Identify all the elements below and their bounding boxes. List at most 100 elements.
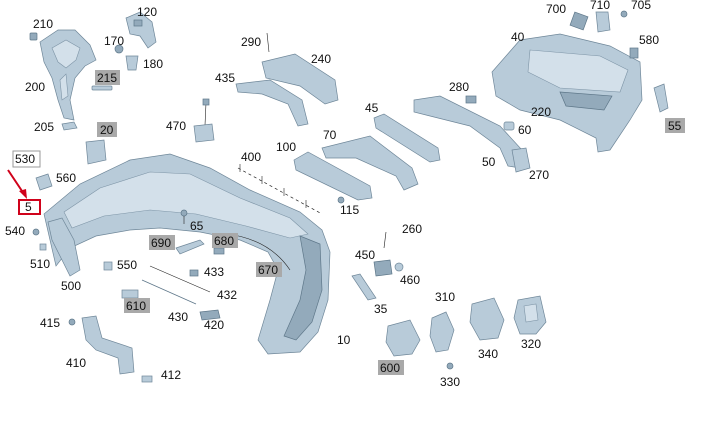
label-460[interactable]: 460 — [400, 273, 420, 287]
label-340[interactable]: 340 — [478, 347, 498, 361]
label-690[interactable]: 690 — [151, 236, 171, 250]
label-100[interactable]: 100 — [276, 140, 296, 154]
label-560[interactable]: 560 — [56, 171, 76, 185]
label-220[interactable]: 220 — [531, 105, 551, 119]
label-10[interactable]: 10 — [337, 333, 351, 347]
part-415[interactable] — [68, 318, 76, 326]
part-45[interactable] — [373, 113, 441, 163]
label-20[interactable]: 20 — [100, 123, 114, 137]
label-120[interactable]: 120 — [137, 5, 157, 19]
part-180[interactable] — [125, 55, 139, 71]
label-670[interactable]: 670 — [258, 263, 278, 277]
label-410[interactable]: 410 — [66, 356, 86, 370]
label-60[interactable]: 60 — [518, 123, 532, 137]
label-412[interactable]: 412 — [161, 368, 181, 382]
part-320[interactable] — [513, 295, 547, 335]
part-100[interactable] — [293, 151, 373, 201]
label-705[interactable]: 705 — [631, 0, 651, 12]
label-270[interactable]: 270 — [529, 168, 549, 182]
label-170[interactable]: 170 — [104, 34, 124, 48]
part-500[interactable] — [47, 217, 81, 277]
part-310[interactable] — [429, 311, 455, 353]
label-700[interactable]: 700 — [546, 2, 566, 16]
part-550[interactable] — [103, 261, 113, 271]
part-10[interactable] — [43, 153, 331, 355]
label-433[interactable]: 433 — [204, 265, 224, 279]
label-180[interactable]: 180 — [143, 57, 163, 71]
part-65[interactable] — [180, 209, 188, 224]
label-510[interactable]: 510 — [30, 257, 50, 271]
part-610[interactable] — [121, 289, 139, 299]
label-35[interactable]: 35 — [374, 302, 388, 316]
label-430[interactable]: 430 — [168, 310, 188, 324]
label-50[interactable]: 50 — [482, 155, 496, 169]
label-470[interactable]: 470 — [166, 119, 186, 133]
label-5[interactable]: 5 — [25, 200, 32, 214]
part-580[interactable] — [629, 47, 639, 59]
label-205[interactable]: 205 — [34, 120, 54, 134]
part-210[interactable] — [29, 32, 38, 41]
label-600[interactable]: 600 — [380, 361, 400, 375]
part-70[interactable] — [321, 135, 419, 191]
label-45[interactable]: 45 — [365, 101, 379, 115]
part-115[interactable] — [337, 196, 345, 204]
part-35[interactable] — [351, 273, 377, 301]
label-65[interactable]: 65 — [190, 219, 204, 233]
label-415[interactable]: 415 — [40, 316, 60, 330]
part-450[interactable] — [373, 259, 393, 277]
part-510[interactable] — [39, 243, 47, 251]
part-120[interactable] — [125, 11, 157, 49]
part-240[interactable] — [261, 53, 339, 105]
label-70[interactable]: 70 — [323, 128, 337, 142]
part-705[interactable] — [620, 10, 628, 18]
label-310[interactable]: 310 — [435, 290, 455, 304]
label-450[interactable]: 450 — [355, 248, 375, 262]
label-200[interactable]: 200 — [25, 80, 45, 94]
label-260[interactable]: 260 — [402, 222, 422, 236]
label-240[interactable]: 240 — [311, 52, 331, 66]
part-700[interactable] — [569, 11, 589, 31]
part-280[interactable] — [465, 95, 477, 104]
part-55[interactable] — [653, 83, 669, 113]
label-420[interactable]: 420 — [204, 318, 224, 332]
part-20[interactable] — [85, 139, 107, 165]
part-600[interactable] — [385, 319, 421, 357]
label-40[interactable]: 40 — [511, 30, 525, 44]
label-540[interactable]: 540 — [5, 224, 25, 238]
label-210[interactable]: 210 — [33, 17, 53, 31]
part-680[interactable] — [213, 247, 225, 255]
label-55[interactable]: 55 — [668, 119, 682, 133]
part-260[interactable] — [383, 231, 387, 249]
part-420[interactable] — [199, 309, 221, 321]
part-435[interactable] — [235, 79, 309, 127]
part-170[interactable] — [114, 44, 124, 54]
part-412[interactable] — [141, 375, 153, 383]
part-433[interactable] — [189, 269, 199, 277]
label-435[interactable]: 435 — [215, 71, 235, 85]
label-530[interactable]: 530 — [15, 152, 35, 166]
part-410[interactable] — [81, 315, 135, 375]
label-432[interactable]: 432 — [217, 288, 237, 302]
part-690[interactable] — [175, 239, 205, 255]
label-115[interactable]: 115 — [340, 203, 359, 217]
label-330[interactable]: 330 — [440, 375, 460, 389]
part-710[interactable] — [595, 11, 611, 33]
label-280[interactable]: 280 — [449, 80, 469, 94]
label-400[interactable]: 400 — [241, 150, 261, 164]
part-40[interactable] — [491, 33, 643, 153]
label-680[interactable]: 680 — [214, 234, 234, 248]
part-460[interactable] — [394, 262, 404, 272]
part-270[interactable] — [511, 147, 531, 173]
part-340[interactable] — [469, 297, 505, 341]
label-290[interactable]: 290 — [241, 35, 261, 49]
part-200[interactable] — [39, 29, 97, 121]
part-50[interactable] — [413, 95, 523, 169]
label-215[interactable]: 215 — [97, 71, 117, 85]
label-550[interactable]: 550 — [117, 258, 137, 272]
part-540[interactable] — [32, 228, 40, 236]
label-610[interactable]: 610 — [126, 299, 146, 313]
part-430[interactable] — [141, 279, 197, 305]
part-330[interactable] — [446, 362, 454, 370]
part-215[interactable] — [91, 85, 113, 91]
part-560[interactable] — [35, 173, 53, 191]
